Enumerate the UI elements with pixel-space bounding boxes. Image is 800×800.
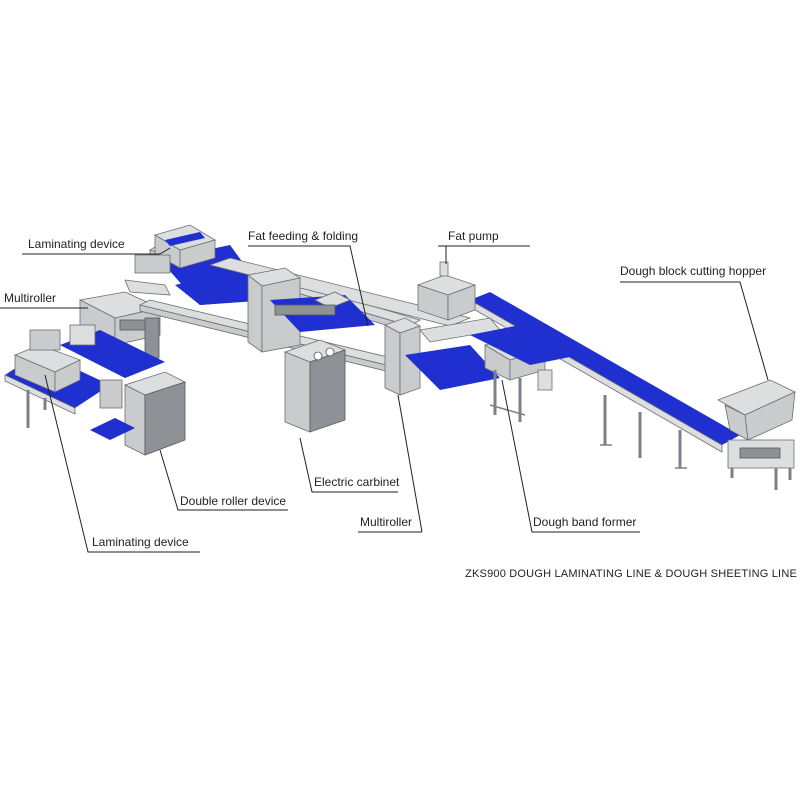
labels: Laminating device Fat feeding & folding … xyxy=(4,229,797,580)
label-multiroller-center: Multiroller xyxy=(360,515,412,529)
laminating-device-bottom-unit xyxy=(4,324,165,428)
electric-cabinet-unit xyxy=(283,339,347,433)
leader-lines xyxy=(0,245,769,553)
label-fat-pump: Fat pump xyxy=(448,229,499,243)
cutting-hopper xyxy=(717,379,796,490)
diagram-caption: ZKS900 DOUGH LAMINATING LINE & DOUGH SHE… xyxy=(465,568,797,580)
label-multiroller-left: Multiroller xyxy=(4,291,56,305)
fat-pump-unit xyxy=(416,261,477,321)
label-fat-feeding-folding: Fat feeding & folding xyxy=(248,229,358,243)
fat-feeding-unit xyxy=(247,267,375,353)
label-double-roller-device: Double roller device xyxy=(180,494,286,508)
label-dough-block-cutting-hopper: Dough block cutting hopper xyxy=(620,264,766,278)
multiroller-center-unit xyxy=(384,317,501,396)
label-laminating-device-top: Laminating device xyxy=(28,237,125,251)
multiroller-left-unit xyxy=(78,279,171,359)
label-laminating-device-bottom: Laminating device xyxy=(92,535,189,549)
label-dough-band-former: Dough band former xyxy=(533,515,636,529)
double-roller-unit xyxy=(90,371,187,456)
dough-band-former-unit xyxy=(470,325,580,422)
laminating-device-top-unit xyxy=(134,224,216,274)
machine-illustration xyxy=(4,224,796,490)
label-electric-cabinet: Electric carbinet xyxy=(314,475,400,489)
